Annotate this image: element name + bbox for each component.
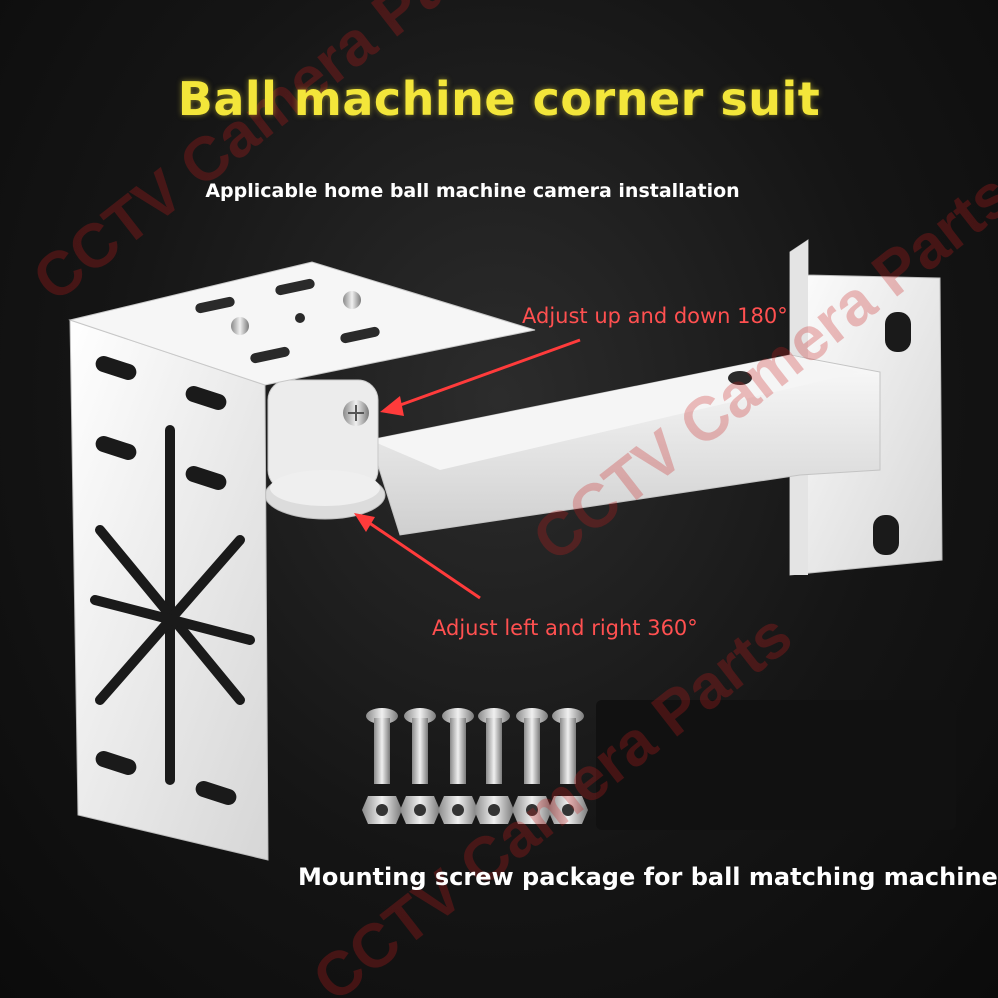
callout-left-right: Adjust left and right 360° <box>432 616 698 640</box>
swivel-joint <box>264 379 386 520</box>
dark-panel <box>596 700 956 830</box>
arrow-left-right <box>354 513 481 600</box>
arrow-up-down <box>380 338 581 416</box>
callout-up-down: Adjust up and down 180° <box>522 304 788 328</box>
bottom-caption: Mounting screw package for ball matching… <box>298 863 998 891</box>
page-title: Ball machine corner suit <box>177 72 821 126</box>
screw-set <box>362 708 588 824</box>
corner-bracket <box>68 261 536 861</box>
bracket-arm <box>369 354 881 536</box>
subtitle: Applicable home ball machine camera inst… <box>205 180 740 202</box>
